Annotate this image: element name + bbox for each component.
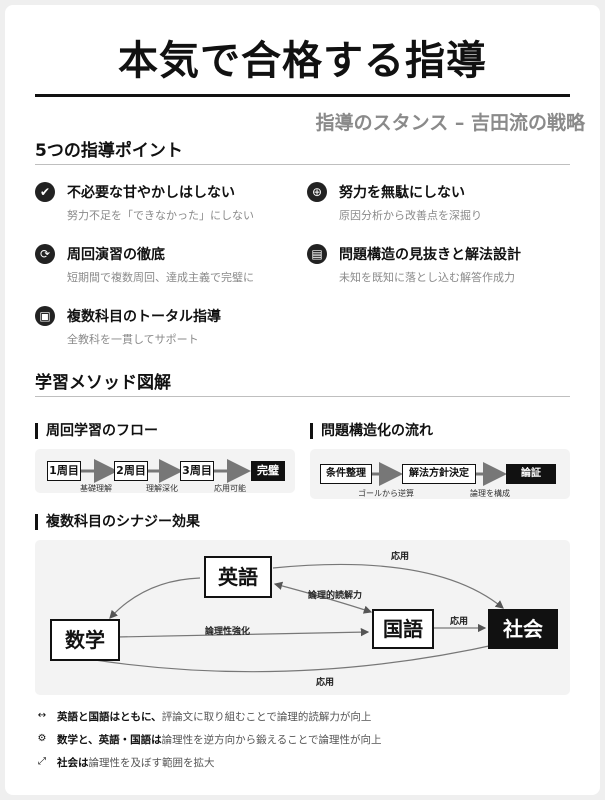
node-english: 英語 [204,556,272,598]
cycle-label-1: 基礎理解 [80,484,112,493]
structure-flow-heading: 問題構造化の流れ [310,423,433,439]
node-math: 数学 [50,619,120,661]
structure-flow-arrows [371,462,507,486]
teacher-board-icon: ▣ [35,306,55,326]
point-desc: 短期間で複数周回、達成主義で完璧に [67,271,254,284]
structure-step-2: 解法方針決定 [402,464,476,484]
check-circle-icon: ✔ [35,182,55,202]
edge-label-math-social: 応用 [316,678,335,688]
node-japanese: 国語 [372,609,434,649]
edge-label-english-social: 応用 [391,552,410,562]
page-title: 本気で合格する指導 [118,38,487,84]
structure-label-1: ゴールから逆算 [358,489,414,498]
synergy-edges [94,563,505,673]
cycle-step-2: 2周目 [114,461,148,481]
point-desc: 未知を既知に落とし込む解答作成力 [339,271,515,284]
point-desc: 原因分析から改善点を深掘り [339,209,482,222]
method-heading: 学習メソッド図解 [35,373,171,393]
points-divider [35,164,570,165]
point-title: 周回演習の徹底 [67,247,165,263]
point-title: 複数科目のトータル指導 [67,309,221,325]
point-title: 努力を無駄にしない [339,185,465,201]
cycle-label-2: 理解深化 [146,484,178,493]
structure-step-3: 論証 [506,464,556,484]
note-text: 数学と、英語・国語は論理性を逆方向から鍛えることで論理性が向上 [57,734,382,746]
gears-icon: ⚙ [37,733,47,744]
structure-label-2: 論理を構成 [470,489,510,498]
cycle-step-4: 完璧 [251,461,285,481]
edge-label-math-japanese: 論理性強化 [205,627,251,637]
method-divider [35,396,570,397]
cycle-step-3: 3周目 [180,461,214,481]
edge-label-english-japanese: 論理的読解力 [308,591,363,601]
cycle-step-1: 1周目 [47,461,81,481]
point-title: 不必要な甘やかしはしない [67,185,235,201]
magnifier-plus-icon: ⊕ [307,182,327,202]
synergy-heading: 複数科目のシナジー効果 [35,514,200,530]
cycle-label-3: 応用可能 [214,484,246,493]
node-social: 社会 [488,609,558,649]
points-heading: 5つの指導ポイント [35,141,183,161]
point-desc: 努力不足を「できなかった」にしない [67,209,254,222]
edge-label-japanese-social: 応用 [450,617,469,627]
note-text: 英語と国語はともに、評論文に取り組むことで論理的読解力が向上 [57,711,372,723]
double-arrow-icon: ↔ [37,710,47,721]
structure-step-1: 条件整理 [320,464,372,484]
book-reader-icon: ▤ [307,244,327,264]
point-title: 問題構造の見抜きと解法設計 [339,247,521,263]
cycle-flow-arrows [81,459,251,483]
cycle-icon: ⟳ [35,244,55,264]
point-desc: 全教科を一貫してサポート [67,333,199,346]
page-subtitle: 指導のスタンス – 吉田流の戦略 [315,112,585,134]
title-divider [35,94,570,97]
expand-arrow-icon: ⤢ [38,756,46,767]
note-text: 社会は論理性を及ぼす範囲を拡大 [57,757,215,769]
cycle-flow-heading: 周回学習のフロー [35,423,158,439]
